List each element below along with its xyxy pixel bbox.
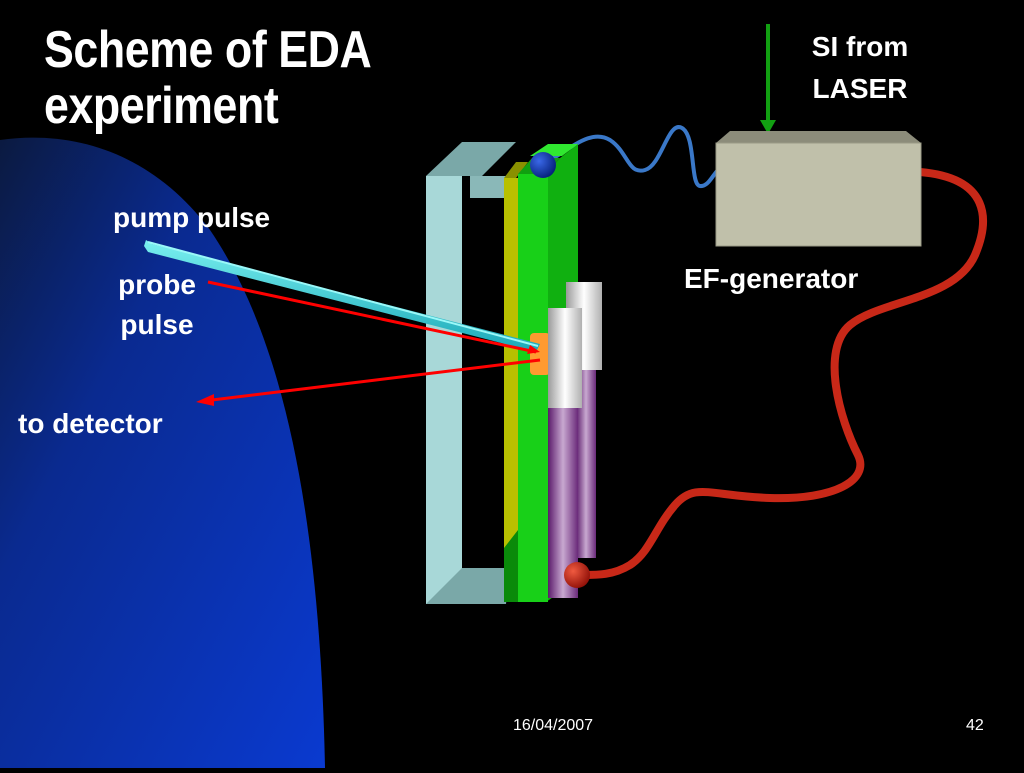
probe-pulse-label: probe pulse [104, 265, 210, 345]
electrode-clamp [548, 282, 602, 598]
si-label-line-1: SI from [811, 31, 909, 62]
sample-cell-frame [426, 142, 516, 604]
probe-label-line-1: probe [118, 269, 196, 300]
title-line-1: Scheme of EDA [44, 21, 372, 79]
page-number: 42 [966, 717, 984, 734]
laser-arrow [760, 24, 776, 134]
top-contact [530, 152, 556, 178]
probe-beam [207, 280, 540, 354]
ef-generator-box [715, 131, 922, 247]
slide-title: Scheme of EDA experiment [44, 21, 372, 135]
bottom-contact [564, 562, 590, 588]
blue-signal-wire [542, 125, 720, 188]
title-line-2: experiment [44, 77, 279, 135]
sample-spot [530, 333, 550, 375]
footer-date: 16/04/2007 [513, 717, 594, 734]
pump-pulse-label: pump pulse [113, 202, 271, 233]
si-laser-label: SI from LASER [790, 26, 930, 110]
red-high-voltage-wire [574, 168, 987, 580]
reflected-beam [196, 358, 541, 406]
si-label-line-2: LASER [812, 73, 908, 104]
ef-generator-label: EF-generator [684, 263, 859, 294]
background-blue-arc [0, 137, 325, 768]
probe-label-line-2: pulse [120, 309, 194, 340]
to-detector-label: to detector [18, 408, 163, 439]
